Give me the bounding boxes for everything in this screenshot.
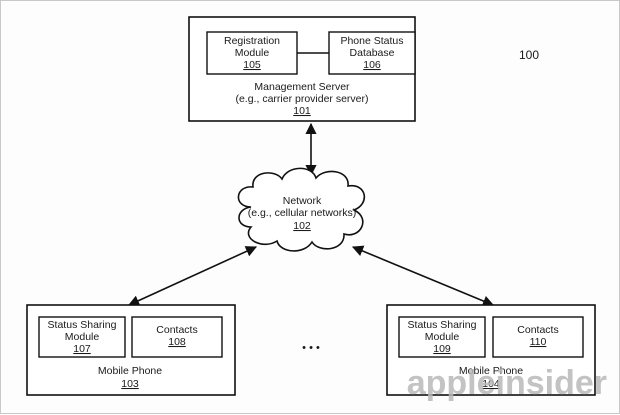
phone-status-database-box bbox=[328, 31, 416, 75]
phone-status-database-label-1: Phone Status bbox=[340, 35, 403, 47]
contacts-left-ref: 108 bbox=[168, 336, 186, 348]
contacts-right-box bbox=[492, 316, 584, 358]
appleinsider-watermark: appleinsider bbox=[407, 364, 607, 402]
status-sharing-module-left-label-2: Module bbox=[65, 331, 100, 343]
mobile-phone-right-ref: 104 bbox=[482, 378, 500, 390]
network-subtitle: (e.g., cellular networks) bbox=[248, 207, 357, 219]
network-phone-right-arrow bbox=[351, 245, 495, 307]
network-phone-left-arrow bbox=[127, 246, 258, 306]
mobile-phone-left: Status Sharing Module 107 Contacts 108 M… bbox=[26, 304, 236, 396]
network-cloud: Network (e.g., cellular networks) 102 bbox=[237, 167, 365, 252]
status-sharing-module-left-box bbox=[38, 316, 126, 358]
phone-status-database-label-2: Database bbox=[350, 47, 395, 59]
management-server-subtitle: (e.g., carrier provider server) bbox=[235, 93, 368, 105]
network-cloud-shape bbox=[237, 167, 365, 252]
registration-module-box bbox=[206, 31, 298, 75]
mobile-phone-right: Status Sharing Module 109 Contacts 110 M… bbox=[386, 304, 596, 396]
figure-ref-label: 100 bbox=[519, 48, 539, 62]
registration-module-label-2: Module bbox=[235, 47, 270, 59]
more-phones-ellipsis: • • • bbox=[302, 342, 320, 354]
contacts-right-label: Contacts bbox=[517, 324, 558, 336]
status-sharing-module-left-ref: 107 bbox=[73, 343, 91, 355]
status-sharing-module-left-label-1: Status Sharing bbox=[48, 319, 117, 331]
management-server: Registration Module 105 Phone Status Dat… bbox=[188, 16, 416, 122]
management-server-title: Management Server bbox=[254, 81, 350, 93]
contacts-left-box bbox=[131, 316, 223, 358]
status-sharing-module-right-ref: 109 bbox=[433, 343, 451, 355]
status-sharing-module-right-box bbox=[398, 316, 486, 358]
contacts-left-label: Contacts bbox=[156, 324, 197, 336]
network-title: Network bbox=[283, 195, 322, 207]
network-ref: 102 bbox=[293, 220, 311, 232]
status-sharing-module-right-label-1: Status Sharing bbox=[408, 319, 477, 331]
management-server-ref: 101 bbox=[293, 105, 311, 117]
mobile-phone-right-title: Mobile Phone bbox=[459, 365, 523, 377]
mobile-phone-left-ref: 103 bbox=[121, 378, 139, 390]
mobile-phone-left-title: Mobile Phone bbox=[98, 365, 162, 377]
registration-module-label-1: Registration bbox=[224, 35, 280, 47]
phone-status-database-ref: 106 bbox=[363, 59, 381, 71]
registration-module-ref: 105 bbox=[243, 59, 261, 71]
status-sharing-module-right-label-2: Module bbox=[425, 331, 460, 343]
contacts-right-ref: 110 bbox=[530, 336, 547, 348]
